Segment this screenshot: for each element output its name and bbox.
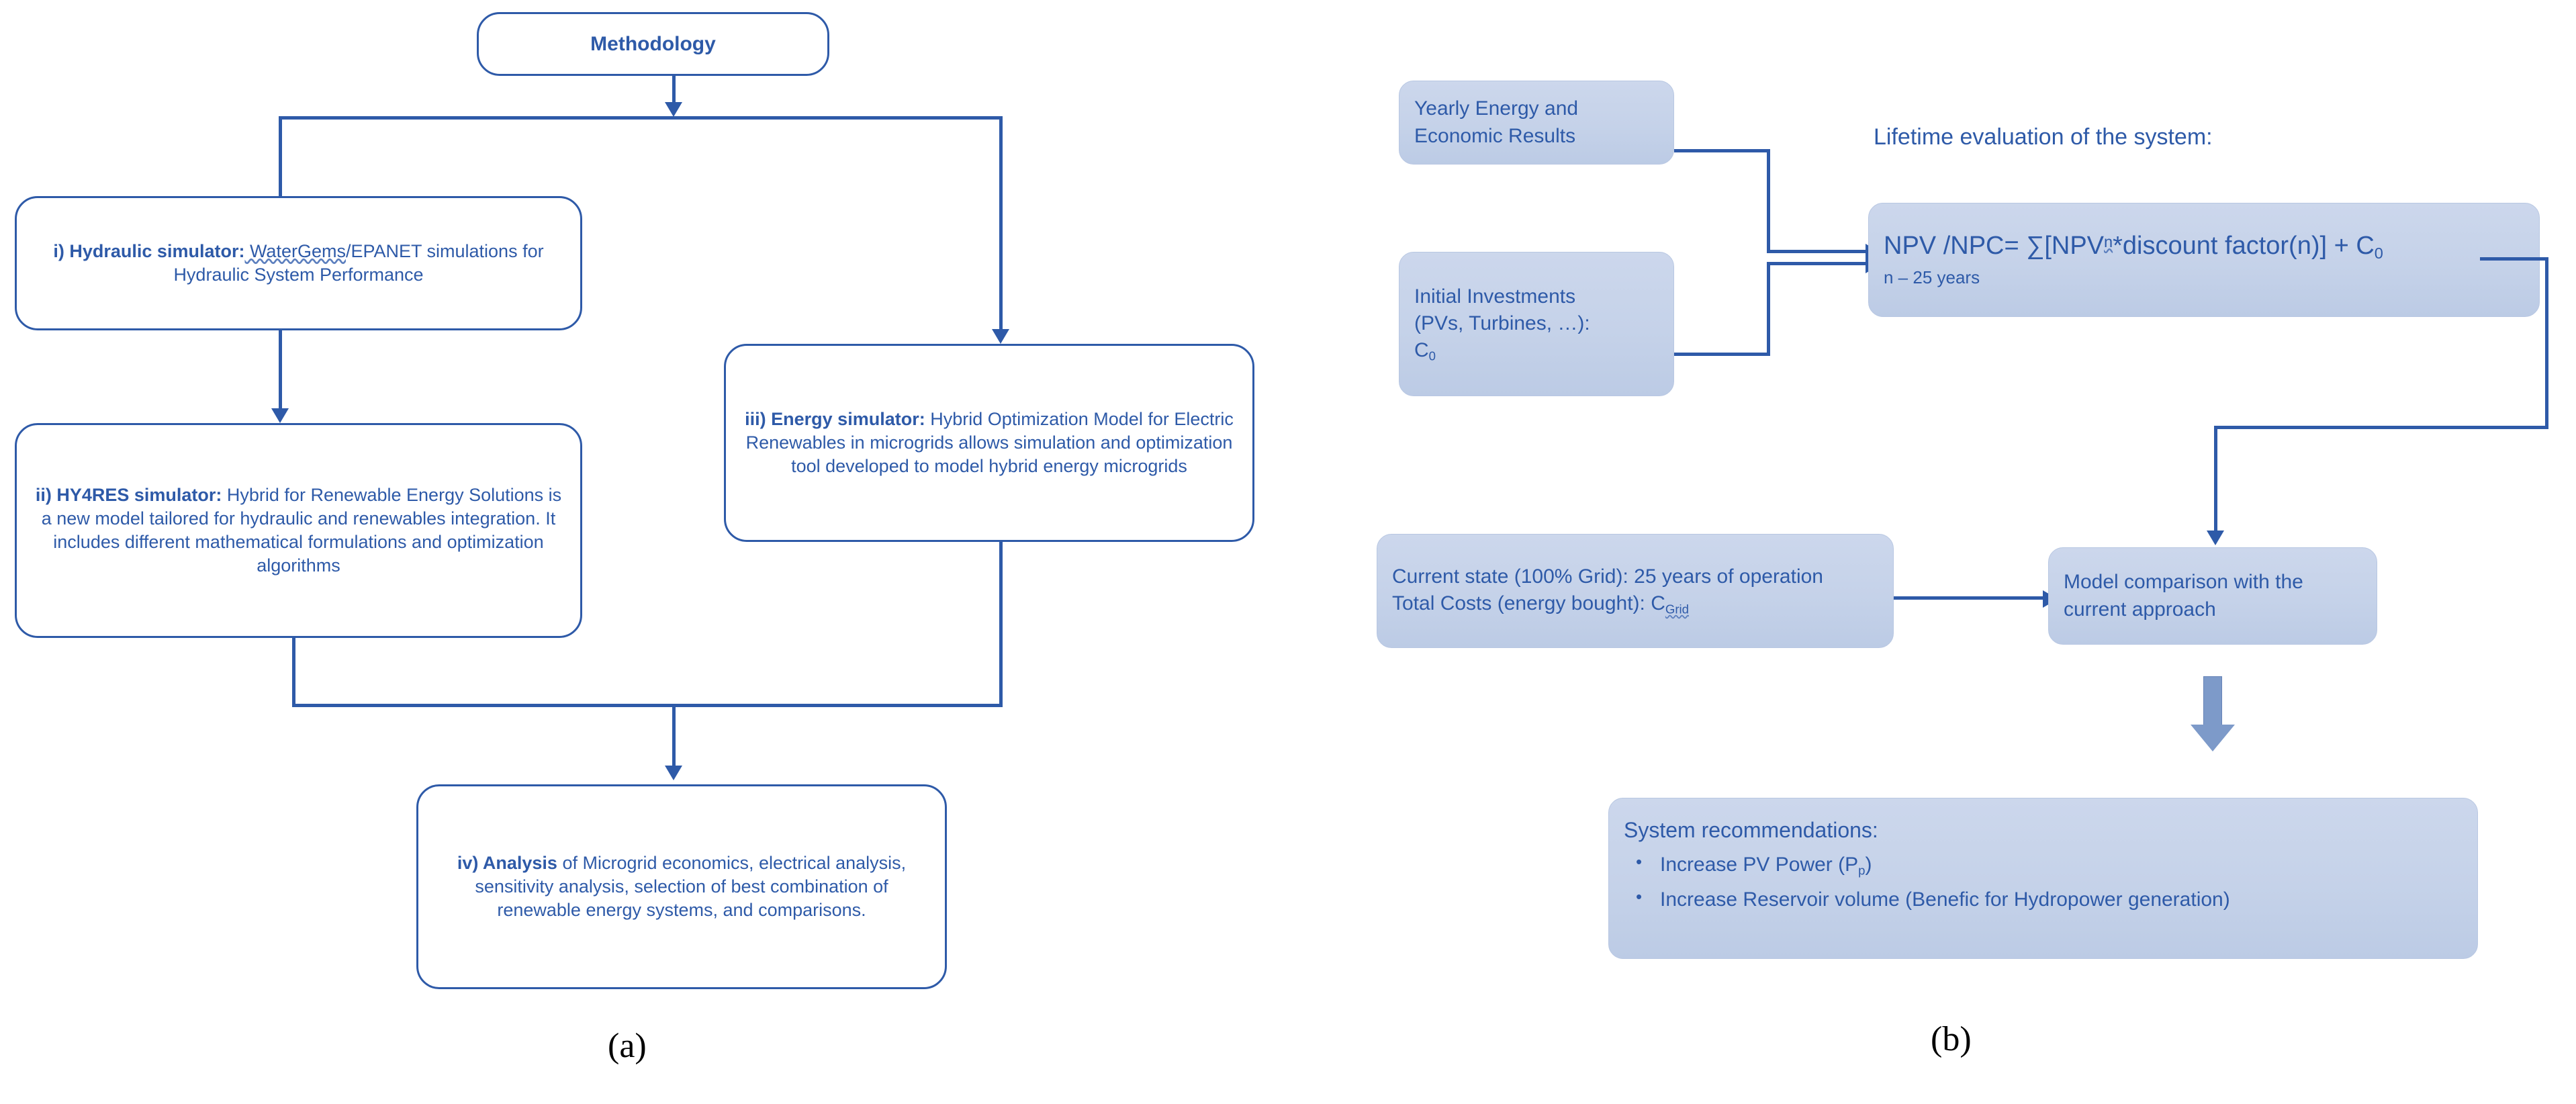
hy4res-simulator-lead: ii) HY4RES simulator:: [35, 484, 222, 505]
recommendation-1-sub: p: [1858, 863, 1866, 878]
recommendation-item-1: Increase PV Power (Pp): [1624, 850, 2463, 879]
initial-investments-line3-sub: 0: [1428, 349, 1436, 363]
npv-formula-part-a: NPV /NPC= ∑[NPV: [1884, 231, 2105, 260]
block-arrow-head: [2191, 725, 2235, 751]
current-state-text: Current state (100% Grid): 25 years of o…: [1392, 563, 1878, 618]
block-arrow-down-icon: [2191, 676, 2235, 753]
recommendation-1-text-a: Increase PV Power (P: [1660, 854, 1859, 876]
initial-investments-line1: Initial Investments: [1414, 285, 1576, 308]
model-comparison-text: Model comparison with the current approa…: [2064, 571, 2303, 620]
caption-a-text: (a): [608, 1027, 647, 1065]
recommendation-1-text-b: ): [1865, 854, 1872, 876]
current-state-line1: Current state (100% Grid): 25 years of o…: [1392, 565, 1823, 588]
connector-split-bar: [279, 116, 1003, 120]
connector-methodology-stem: [672, 76, 676, 104]
node-yearly-results: Yearly Energy and Economic Results: [1399, 81, 1674, 165]
lifetime-evaluation-heading: Lifetime evaluation of the system:: [1874, 124, 2213, 150]
node-npv-formula: NPV /NPC= ∑[NPVn*discount factor(n)] + C…: [1868, 203, 2540, 317]
hydraulic-simulator-rest-2: /EPANET simulations for Hydraulic System…: [173, 240, 544, 285]
node-hy4res-simulator: ii) HY4RES simulator: Hybrid for Renewab…: [15, 423, 582, 638]
arrowhead-model-comparison-top: [2207, 531, 2224, 545]
node-system-recommendations: System recommendations: Increase PV Powe…: [1608, 798, 2478, 959]
initial-investments-text: Initial Investments (PVs, Turbines, …): …: [1414, 283, 1659, 365]
energy-simulator-lead: iii) Energy simulator:: [745, 408, 925, 429]
node-model-comparison: Model comparison with the current approa…: [2048, 547, 2377, 645]
caption-panel-b: (b): [1931, 1019, 1972, 1059]
initial-investments-line3: C: [1414, 338, 1429, 361]
recommendations-list: Increase PV Power (Pp) Increase Reservoi…: [1624, 850, 2463, 913]
connector-npv-back-left: [2214, 426, 2548, 429]
caption-panel-a: (a): [608, 1026, 647, 1066]
node-current-state: Current state (100% Grid): 25 years of o…: [1377, 534, 1894, 648]
connector-npv-right-down: [2545, 257, 2548, 428]
hydraulic-simulator-rest-1: WaterGems: [244, 240, 346, 261]
connector-current-state-to-comparison: [1894, 596, 2045, 600]
recommendation-item-2: Increase Reservoir volume (Benefic for H…: [1624, 885, 2463, 913]
hy4res-simulator-text: ii) HY4RES simulator: Hybrid for Renewab…: [34, 484, 563, 578]
system-recommendations-title: System recommendations:: [1624, 818, 1878, 842]
caption-b-text: (b): [1931, 1020, 1972, 1058]
analysis-text: iv) Analysis of Microgrid economics, ele…: [436, 852, 927, 922]
block-arrow-shaft: [2203, 676, 2222, 726]
hy4res-simulator-rest: Hybrid for Renewable Energy Solutions is…: [41, 484, 562, 576]
connector-split-right-drop: [999, 116, 1003, 331]
recommendation-2-text-a: Increase Reservoir volume (Benefic for H…: [1660, 888, 2230, 911]
connector-npv-right: [2480, 257, 2548, 261]
connector-i-to-ii: [279, 330, 282, 411]
connector-investments-out: [1674, 353, 1770, 356]
analysis-rest: of Microgrid economics, electrical analy…: [475, 852, 907, 921]
initial-investments-line2: (PVs, Turbines, …):: [1414, 312, 1590, 334]
arrowhead-methodology: [665, 102, 682, 117]
npv-formula-note: n – 25 years: [1884, 267, 1980, 288]
hydraulic-simulator-lead: i) Hydraulic simulator:: [53, 240, 245, 261]
hydraulic-simulator-text: i) Hydraulic simulator: WaterGems/EPANET…: [34, 240, 563, 287]
node-analysis: iv) Analysis of Microgrid economics, ele…: [416, 784, 947, 989]
methodology-label: Methodology: [590, 33, 716, 55]
arrowhead-analysis: [665, 766, 682, 780]
npv-formula-superscript: n: [2104, 232, 2113, 250]
methodology-box: Methodology: [477, 12, 829, 76]
npv-formula-part-b: *discount factor(n)] + C: [2113, 231, 2375, 260]
arrowhead-hy4res-simulator: [271, 408, 289, 423]
connector-yearly-out: [1674, 149, 1770, 152]
connector-investments-up: [1767, 262, 1770, 356]
lifetime-evaluation-text: Lifetime evaluation of the system:: [1874, 124, 2213, 150]
connector-yearly-into-npv: [1767, 250, 1868, 253]
connector-investments-into-npv: [1767, 262, 1868, 265]
yearly-results-text: Yearly Energy and Economic Results: [1414, 97, 1579, 147]
energy-simulator-text: iii) Energy simulator: Hybrid Optimizati…: [743, 408, 1235, 478]
connector-merge-bar: [292, 704, 1003, 707]
connector-yearly-down: [1767, 149, 1770, 253]
node-initial-investments: Initial Investments (PVs, Turbines, …): …: [1399, 252, 1674, 396]
arrowhead-energy-simulator: [992, 329, 1009, 344]
npv-formula-text: NPV /NPC= ∑[NPVn*discount factor(n)] + C…: [1884, 229, 2524, 291]
energy-simulator-rest: Hybrid Optimization Model for Electric R…: [745, 408, 1234, 477]
node-hydraulic-simulator: i) Hydraulic simulator: WaterGems/EPANET…: [15, 196, 582, 330]
connector-ii-down: [292, 638, 295, 707]
connector-npv-into-comparison: [2214, 426, 2217, 533]
connector-split-left-drop: [279, 116, 282, 198]
npv-formula-subscript: 0: [2374, 244, 2383, 262]
current-state-line2-sub: Grid: [1665, 602, 1690, 616]
connector-iii-down: [999, 542, 1003, 707]
node-energy-simulator: iii) Energy simulator: Hybrid Optimizati…: [724, 344, 1254, 542]
system-recommendations-text: System recommendations: Increase PV Powe…: [1624, 816, 2463, 920]
connector-merge-stem: [672, 704, 676, 768]
analysis-lead: iv) Analysis: [457, 852, 557, 873]
current-state-line2: Total Costs (energy bought): C: [1392, 592, 1665, 615]
